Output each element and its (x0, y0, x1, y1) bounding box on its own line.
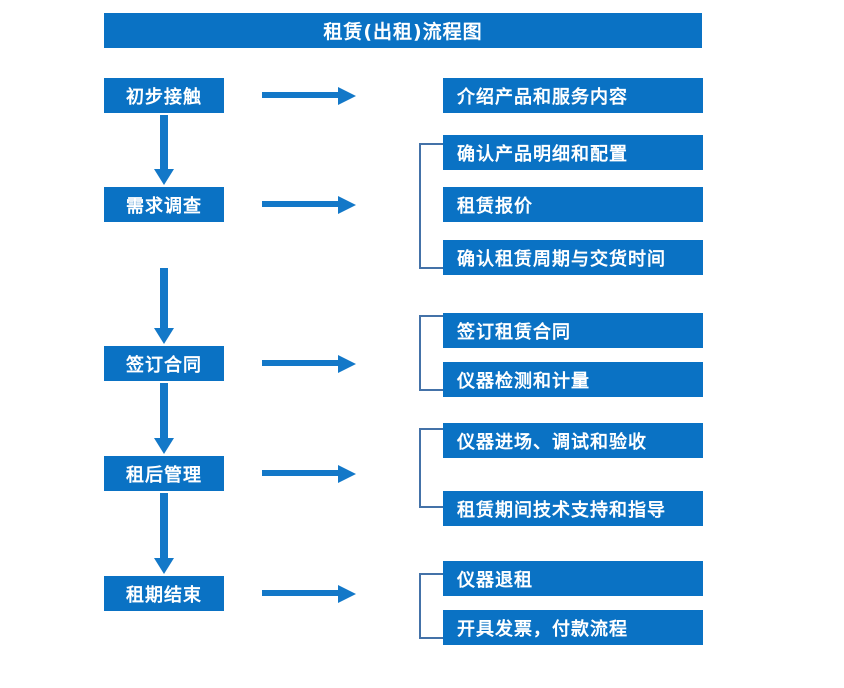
bracket-post-rental-management (419, 428, 443, 508)
horizontal-arrow-4 (262, 465, 356, 483)
detail-box-confirm-rental-period[interactable]: 确认租赁周期与交货时间 (443, 240, 703, 275)
detail-box-rental-quotation[interactable]: 租赁报价 (443, 187, 703, 222)
stage-box-rental-end[interactable]: 租期结束 (104, 576, 224, 611)
detail-box-instrument-return[interactable]: 仪器退租 (443, 561, 703, 596)
detail-box-introduce-products[interactable]: 介绍产品和服务内容 (443, 78, 703, 113)
detail-box-invoice-payment[interactable]: 开具发票，付款流程 (443, 610, 703, 645)
detail-box-instrument-inspection[interactable]: 仪器检测和计量 (443, 362, 703, 397)
diagram-title: 租赁(出租)流程图 (104, 13, 702, 48)
bracket-rental-end (419, 573, 443, 639)
bracket-sign-contract (419, 315, 443, 391)
horizontal-arrow-2 (262, 196, 356, 214)
detail-box-technical-support[interactable]: 租赁期间技术支持和指导 (443, 491, 703, 526)
vertical-arrow-1 (154, 115, 174, 185)
stage-box-initial-contact[interactable]: 初步接触 (104, 78, 224, 113)
stage-box-sign-contract[interactable]: 签订合同 (104, 346, 224, 381)
stage-box-post-rental-management[interactable]: 租后管理 (104, 456, 224, 491)
vertical-arrow-3 (154, 383, 174, 454)
detail-box-instrument-entry-commissioning[interactable]: 仪器进场、调试和验收 (443, 423, 703, 458)
detail-box-confirm-product-details[interactable]: 确认产品明细和配置 (443, 135, 703, 170)
vertical-arrow-2 (154, 268, 174, 344)
horizontal-arrow-5 (262, 585, 356, 603)
horizontal-arrow-3 (262, 355, 356, 373)
detail-box-sign-rental-contract[interactable]: 签订租赁合同 (443, 313, 703, 348)
vertical-arrow-4 (154, 493, 174, 574)
stage-box-requirement-survey[interactable]: 需求调查 (104, 187, 224, 222)
bracket-requirement-survey (419, 143, 443, 269)
horizontal-arrow-1 (262, 87, 356, 105)
